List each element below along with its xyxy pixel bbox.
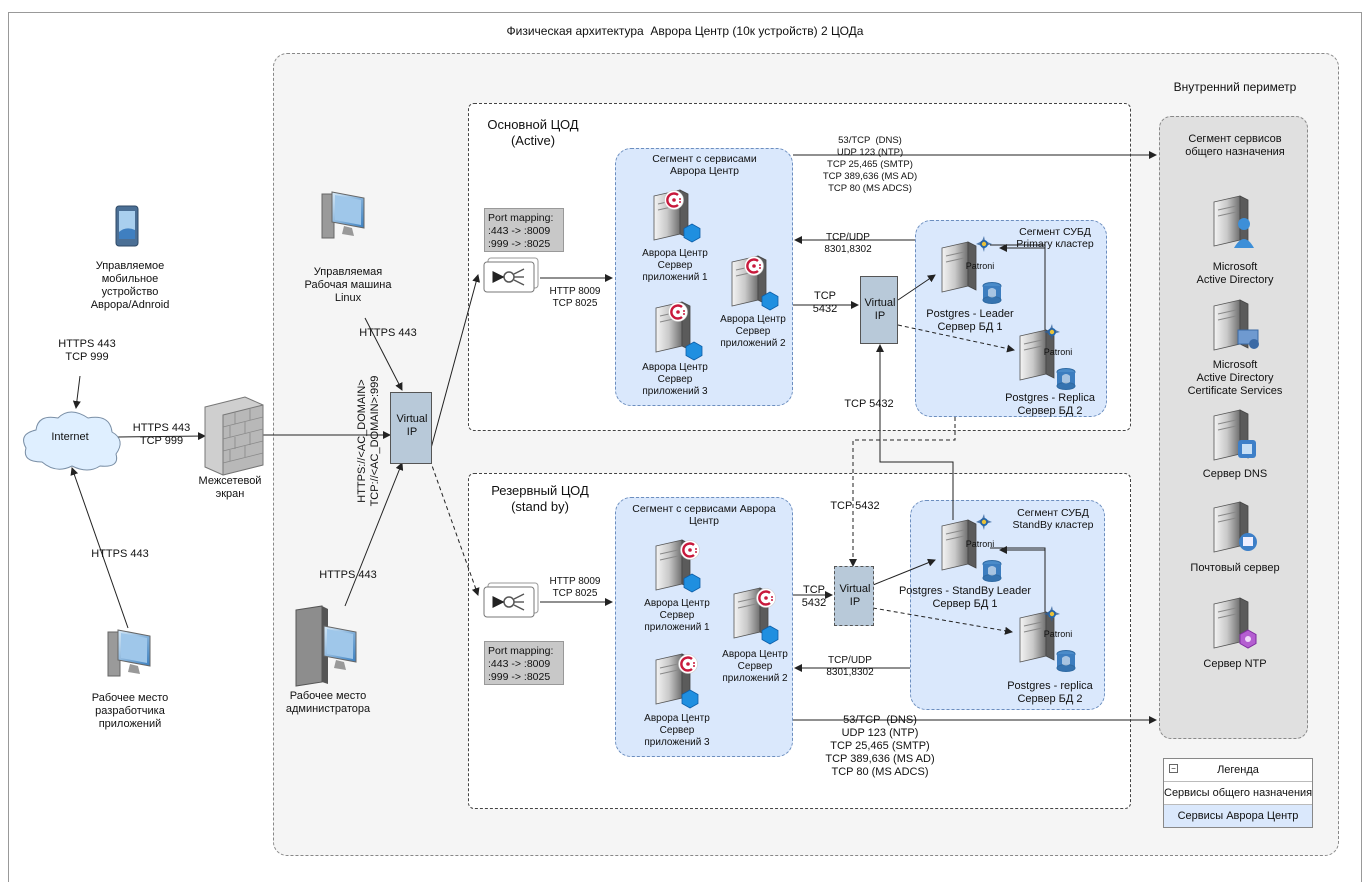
active-app3-label: Аврора Центр Сервер приложений 3: [642, 362, 708, 397]
standby-app1-label: Аврора Центр Сервер приложений 1: [644, 598, 710, 633]
standby-leader-label: Postgres - StandBy Leader Сервер БД 1: [898, 585, 1032, 610]
admin-connection-label: HTTPS 443: [319, 569, 377, 581]
server-icon: [653, 189, 701, 243]
standby-general-connection-label: 53/TCP (DNS) UDP 123 (NTP) TCP 25,465 (S…: [825, 714, 935, 778]
virtual-ip-main-label: Virtual IP: [396, 413, 428, 438]
replication-connection-label-2: TCP 5432: [830, 500, 880, 512]
dev-connection-label: HTTPS 443: [91, 548, 149, 560]
monitor-icon: [295, 605, 357, 687]
standby-consul-connection-label: TCP/UDP 8301,8302: [826, 655, 874, 678]
cloud-icon: [23, 411, 121, 471]
standby-db-segment-label: Сегмент СУБД StandBy кластер: [1012, 507, 1094, 531]
active-tcp5432-label: TCP 5432: [812, 290, 838, 315]
legend-general-row: Сервисы общего назначения: [1164, 782, 1312, 805]
virtual-ip-standby-label: Virtual IP: [839, 583, 871, 608]
page-title: Физическая архитектура Аврора Центр (10к…: [506, 24, 864, 38]
mobile-device-label: Управляемое мобильное устройство Аврора/…: [90, 260, 170, 311]
active-db-segment-label: Сегмент СУБД Primary кластер: [1016, 226, 1094, 250]
vertical-urls-label: HTTPS://<AC_DOMAIN> TCP://<AC_DOMAIN>:99…: [356, 375, 381, 507]
svc-mail-label: Почтовый сервер: [1190, 562, 1280, 574]
standby-app2-label: Аврора Центр Сервер приложений 2: [722, 649, 788, 684]
virtual-ip-active-label: Virtual IP: [864, 297, 896, 322]
virtual-ip-standby: Virtual IP: [834, 566, 874, 626]
active-patroni-2: Patroni: [1043, 347, 1073, 357]
legend: − Легенда Сервисы общего назначения Серв…: [1163, 758, 1313, 828]
standby-patroni-2: Patroni: [1043, 629, 1073, 639]
server-icon: [655, 653, 699, 709]
internal-perimeter-label: Внутренний периметр: [1173, 80, 1297, 94]
balancer-icon: [484, 583, 538, 617]
active-app1-label: Аврора Центр Сервер приложений 1: [642, 248, 708, 283]
active-port-mapping-label: Port mapping: :443 -> :8009 :999 -> :802…: [488, 212, 554, 250]
active-dc-title: Основной ЦОД (Active): [487, 117, 579, 148]
legend-aurora-row: Сервисы Аврора Центр: [1164, 805, 1312, 827]
standby-services-segment-label: Сегмент с сервисами Аврора Центр: [632, 503, 776, 527]
virtual-ip-active: Virtual IP: [860, 276, 898, 344]
legend-header: − Легенда: [1164, 759, 1312, 782]
legend-title: Легенда: [1217, 764, 1259, 776]
server-icon: [1213, 299, 1259, 351]
linux-connection-label: HTTPS 443: [359, 327, 417, 339]
active-consul-connection-label: TCP/UDP 8301,8302: [824, 232, 872, 255]
active-leader-label: Postgres - Leader Сервер БД 1: [926, 308, 1014, 333]
standby-replica-label: Postgres - replica Сервер БД 2: [1007, 680, 1093, 705]
standby-dc-title: Резервный ЦОД (stand by): [491, 483, 589, 514]
server-icon: [655, 539, 701, 593]
admin-workstation-label: Рабочее место администратора: [285, 690, 371, 715]
monitor-icon: [107, 629, 151, 677]
monitor-icon: [321, 191, 365, 239]
server-icon: [733, 587, 779, 645]
server-icon: [1213, 597, 1257, 649]
svc-dns-label: Сервер DNS: [1202, 468, 1268, 480]
linux-workstation-label: Управляемая Рабочая машина Linux: [304, 266, 392, 304]
server-icon: [1213, 195, 1254, 248]
standby-app3-label: Аврора Центр Сервер приложений 3: [644, 713, 710, 748]
server-icon: [1213, 409, 1256, 461]
server-icon: [655, 301, 703, 361]
active-http-connection-label: HTTP 8009 TCP 8025: [549, 286, 601, 309]
active-patroni-1: Patroni: [965, 261, 995, 271]
outer-border: [8, 12, 1362, 882]
active-services-segment-label: Сегмент с сервисами Аврора Центр: [652, 153, 757, 177]
balancer-icon: [484, 258, 538, 292]
server-icon: [731, 255, 779, 311]
standby-port-mapping: Port mapping: :443 -> :8009 :999 -> :802…: [484, 641, 564, 685]
standby-tcp5432-label: TCP 5432: [801, 584, 827, 609]
standby-patroni-1: Patroni: [965, 539, 995, 549]
server-icon: [1213, 501, 1257, 553]
dev-workstation-label: Рабочее место разработчика приложений: [91, 692, 169, 730]
tablet-icon: [115, 205, 139, 247]
internet-label: Internet: [51, 431, 89, 443]
svc-ad-label: Microsoft Active Directory: [1196, 261, 1274, 286]
standby-port-mapping-label: Port mapping: :443 -> :8009 :999 -> :802…: [488, 645, 554, 683]
firewall-icon: [204, 396, 264, 476]
firewall-label: Межсетевой экран: [198, 475, 262, 500]
collapse-icon[interactable]: −: [1169, 764, 1178, 773]
general-services-segment-label: Сегмент сервисов общего назначения: [1185, 133, 1285, 158]
svc-adcs-label: Microsoft Active Directory Certificate S…: [1187, 359, 1283, 397]
replication-connection-label-1: TCP 5432: [844, 398, 894, 410]
standby-http-connection-label: HTTP 8009 TCP 8025: [549, 576, 601, 599]
active-general-connection-label: 53/TCP (DNS) UDP 123 (NTP) TCP 25,465 (S…: [822, 135, 918, 194]
svc-ntp-label: Сервер NTP: [1203, 658, 1267, 670]
active-replica-label: Postgres - Replica Сервер БД 2: [1005, 392, 1095, 417]
internet-firewall-connection-label: HTTPS 443 TCP 999: [132, 422, 191, 447]
active-app2-label: Аврора Центр Сервер приложений 2: [720, 314, 786, 349]
mobile-connection-label: HTTPS 443 TCP 999: [58, 338, 116, 363]
virtual-ip-main: Virtual IP: [390, 392, 432, 464]
active-port-mapping: Port mapping: :443 -> :8009 :999 -> :802…: [484, 208, 564, 252]
